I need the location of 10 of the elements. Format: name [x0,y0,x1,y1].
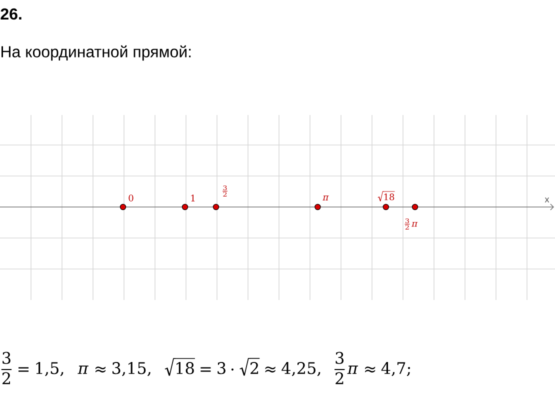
point-label: $\frac{3}{2}\pi$ [404,218,418,230]
formula: $\frac{3}{2}=1{,}5,\ \ \pi\approx 3{,}15,\ \ \sqrt{18}=3\cdot\sqrt{2}\approx 4{,}25,\ \ \frac{3}{2}\pi\approx 4{,}7;$ [1,352,410,384]
point-label: $\sqrt{18}$ [378,191,395,202]
heading: На координатной прямой: [2,45,191,61]
task-number: 26. [0,8,22,20]
axis-label: x [544,198,550,202]
point-label: $0$ [128,194,134,202]
point-label: $\frac{3}{2}$ [222,186,228,196]
point-label: $1$ [191,194,195,202]
point-label: $\pi$ [322,196,329,200]
